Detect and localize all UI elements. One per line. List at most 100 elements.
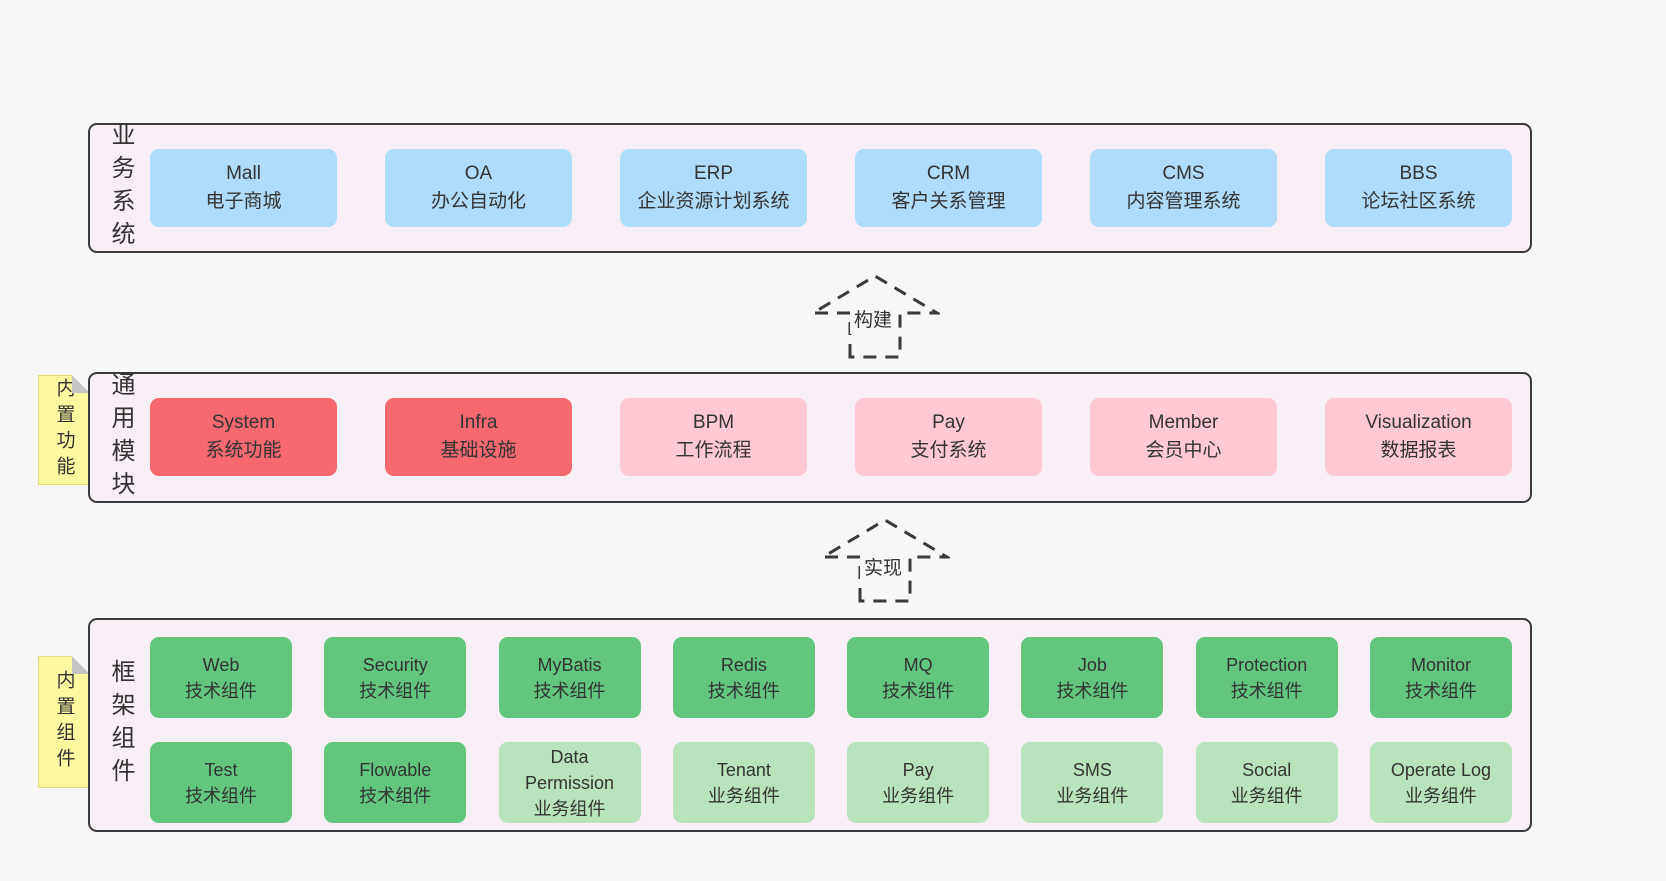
build-arrow-label: 构建 <box>850 308 897 334</box>
builtin-components-note: 内置组件 <box>38 656 90 788</box>
business-boxes-row: Mall 电子商城 OA 办公自动化 ERP 企业资源计划系统 CRM 客户关系… <box>150 149 1512 227</box>
box-title-en: System <box>211 412 276 433</box>
box-title-zh: 技术组件 <box>185 680 257 701</box>
box-title-en: Test <box>204 759 238 780</box>
box-title-zh: 业务组件 <box>882 785 955 806</box>
box-title-en: Mall <box>226 163 261 184</box>
box-title-zh: 业务组件 <box>1230 785 1303 806</box>
box-title-en: Security <box>362 654 428 675</box>
box-title-zh: 电子商城 <box>205 191 282 212</box>
box-title-en: SMS <box>1072 759 1112 780</box>
box-title-zh: 业务组件 <box>1056 785 1129 806</box>
note-fold-corner-icon <box>72 375 90 393</box>
box-title-zh: 技术组件 <box>882 680 955 701</box>
box-member: Member 会员中心 <box>1090 398 1277 476</box>
box-monitor: Monitor 技术组件 <box>1369 637 1512 718</box>
framework-boxes-row-1: Web 技术组件 Security 技术组件 MyBatis 技术组件 Redi… <box>150 637 1512 718</box>
box-title-en: Visualization <box>1365 412 1472 433</box>
box-title-en: Pay <box>902 759 934 780</box>
build-arrow-outline <box>810 274 940 359</box>
box-title-en: Data Permission <box>525 746 615 793</box>
box-title-en: Operate Log <box>1390 759 1491 780</box>
build-arrow <box>810 274 940 359</box>
box-sms: SMS 业务组件 <box>1021 742 1164 823</box>
box-title-zh: 技术组件 <box>707 680 780 701</box>
box-title-zh: 办公自动化 <box>430 191 526 212</box>
box-title-zh: 技术组件 <box>533 680 606 701</box>
box-oa: OA 办公自动化 <box>385 149 572 227</box>
box-protection: Protection 技术组件 <box>1195 637 1338 718</box>
framework-components-panel: 框架组件 Web 技术组件 Security 技术组件 MyBatis 技术组件… <box>88 618 1532 832</box>
box-title-zh: 基础设施 <box>440 440 517 461</box>
box-tenant: Tenant 业务组件 <box>672 742 815 823</box>
box-title-en: OA <box>464 163 493 184</box>
box-pay-biz: Pay 业务组件 <box>847 742 990 823</box>
box-visualization: Visualization 数据报表 <box>1325 398 1512 476</box>
box-title-zh: 技术组件 <box>1056 680 1129 701</box>
box-title-zh: 内容管理系统 <box>1126 191 1241 212</box>
box-social: Social 业务组件 <box>1195 742 1338 823</box>
common-modules-panel: 通用模块 System 系统功能 Infra 基础设施 BPM 工作流程 Pay… <box>88 371 1532 504</box>
box-title-en: CRM <box>926 163 971 184</box>
box-title-zh: 支付系统 <box>910 440 987 461</box>
box-title-zh: 技术组件 <box>359 785 432 806</box>
business-systems-panel: 业务系统 Mall 电子商城 OA 办公自动化 ERP 企业资源计划系统 CRM… <box>88 122 1532 254</box>
builtin-features-note-label: 内置功能 <box>53 378 75 482</box>
box-title-zh: 技术组件 <box>185 785 257 806</box>
box-title-zh: 企业资源计划系统 <box>637 191 790 212</box>
box-flowable: Flowable 技术组件 <box>324 742 467 823</box>
box-pay: Pay 支付系统 <box>855 398 1042 476</box>
box-crm: CRM 客户关系管理 <box>855 149 1042 227</box>
modules-panel-label: 通用模块 <box>107 371 134 504</box>
note-fold-corner-icon <box>72 656 90 674</box>
box-title-zh: 技术组件 <box>1230 680 1303 701</box>
box-title-en: Flowable <box>359 759 432 780</box>
box-mq: MQ 技术组件 <box>847 637 990 718</box>
box-title-zh: 业务组件 <box>1404 785 1477 806</box>
box-title-zh: 会员中心 <box>1145 440 1222 461</box>
box-web: Web 技术组件 <box>150 637 292 718</box>
box-test: Test 技术组件 <box>150 742 292 823</box>
box-title-zh: 论坛社区系统 <box>1361 191 1476 212</box>
box-title-en: Protection <box>1226 654 1308 675</box>
box-security: Security 技术组件 <box>324 637 467 718</box>
implement-arrow-outline <box>820 518 950 603</box>
box-cms: CMS 内容管理系统 <box>1090 149 1277 227</box>
box-title-en: BPM <box>692 412 735 433</box>
box-redis: Redis 技术组件 <box>672 637 815 718</box>
box-title-en: Infra <box>459 412 498 433</box>
box-title-en: Social <box>1242 759 1292 780</box>
implement-arrow-label: 实现 <box>860 556 907 582</box>
box-title-en: ERP <box>693 163 734 184</box>
box-title-en: BBS <box>1399 163 1438 184</box>
box-title-zh: 工作流程 <box>675 440 752 461</box>
framework-boxes-row-2: Test 技术组件 Flowable 技术组件 Data Permission … <box>150 742 1512 823</box>
box-job: Job 技术组件 <box>1021 637 1164 718</box>
box-system: System 系统功能 <box>150 398 337 476</box>
box-infra: Infra 基础设施 <box>385 398 572 476</box>
box-bpm: BPM 工作流程 <box>620 398 807 476</box>
box-title-zh: 数据报表 <box>1380 440 1457 461</box>
box-title-zh: 系统功能 <box>205 440 282 461</box>
box-title-zh: 技术组件 <box>359 680 432 701</box>
box-operate-log: Operate Log 业务组件 <box>1369 742 1512 823</box>
box-title-en: Member <box>1148 412 1219 433</box>
box-title-zh: 客户关系管理 <box>891 191 1006 212</box>
framework-panel-label: 框架组件 <box>107 659 134 791</box>
box-bbs: BBS 论坛社区系统 <box>1325 149 1512 227</box>
box-title-en: CMS <box>1162 163 1205 184</box>
builtin-components-note-label: 内置组件 <box>53 670 75 774</box>
box-title-zh: 业务组件 <box>707 785 780 806</box>
box-title-en: Tenant <box>716 759 771 780</box>
modules-boxes-row: System 系统功能 Infra 基础设施 BPM 工作流程 Pay 支付系统… <box>150 398 1512 476</box>
box-data-permission: Data Permission 业务组件 <box>498 742 641 823</box>
business-panel-label: 业务系统 <box>107 122 134 254</box>
box-title-en: Pay <box>932 412 965 433</box>
box-mall: Mall 电子商城 <box>150 149 337 227</box>
box-title-en: Web <box>202 654 240 675</box>
box-erp: ERP 企业资源计划系统 <box>620 149 807 227</box>
box-title-en: MyBatis <box>537 654 602 675</box>
builtin-features-note: 内置功能 <box>38 375 90 485</box>
box-title-en: Monitor <box>1410 654 1471 675</box>
box-title-zh: 技术组件 <box>1404 680 1477 701</box>
